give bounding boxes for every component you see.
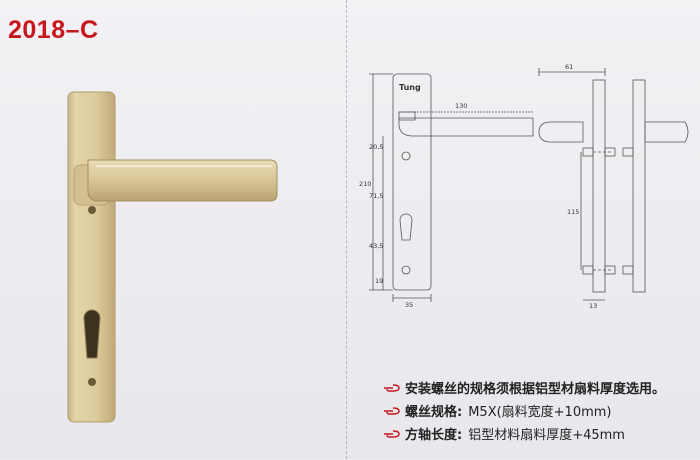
technical-drawing: Tung 130 210 20,5 71,5 43,5 19 35 61 115… <box>359 63 689 310</box>
note-label: 安装螺丝的规格须根据铝型材扇料厚度选用。 <box>405 382 666 397</box>
dim-plate-width: 35 <box>405 301 413 309</box>
note-item: 螺丝规格: M5X(扇料宽度+10mm) <box>383 399 693 422</box>
brand-label: Tung <box>399 83 421 92</box>
dim-plate-height: 210 <box>359 180 371 188</box>
pointing-hand-icon <box>384 429 400 438</box>
pointing-hand-icon <box>384 383 400 392</box>
handle-photo <box>67 91 278 423</box>
backplate <box>67 91 116 423</box>
dim-cylinder-to-hole: 43,5 <box>369 242 383 250</box>
note-label: 方轴长度: <box>405 428 463 443</box>
divider <box>346 0 347 459</box>
drawing-side-plate <box>592 79 606 293</box>
dim-hole-to-cylinder: 71,5 <box>369 192 383 200</box>
drawing-lever <box>398 117 534 137</box>
dim-side-depth: 61 <box>565 63 573 71</box>
note-value: M5X(扇料宽度+10mm) <box>468 405 612 420</box>
dim-handle-length: 130 <box>455 102 467 110</box>
drawing-plate <box>392 73 432 291</box>
dim-bottom-hole: 19 <box>375 277 383 285</box>
screw-hole-bottom <box>88 378 96 386</box>
spec-notes: 安装螺丝的规格须根据铝型材扇料厚度选用。 螺丝规格: M5X(扇料宽度+10mm… <box>383 376 693 445</box>
lever <box>87 159 278 202</box>
model-number: 2018–C <box>8 16 99 44</box>
note-label: 螺丝规格: <box>405 405 463 420</box>
dim-plate-thickness: 13 <box>589 302 597 310</box>
cylinder-hole <box>83 309 101 359</box>
pointing-hand-icon <box>384 406 400 415</box>
note-item: 方轴长度: 铝型材料扇料厚度+45mm <box>383 422 693 445</box>
note-value: 铝型材料扇料厚度+45mm <box>468 428 625 443</box>
dim-top-hole: 20,5 <box>369 143 383 151</box>
note-item: 安装螺丝的规格须根据铝型材扇料厚度选用。 <box>383 376 693 399</box>
dim-screw-span: 115 <box>567 208 579 216</box>
screw-hole-top <box>88 206 96 214</box>
